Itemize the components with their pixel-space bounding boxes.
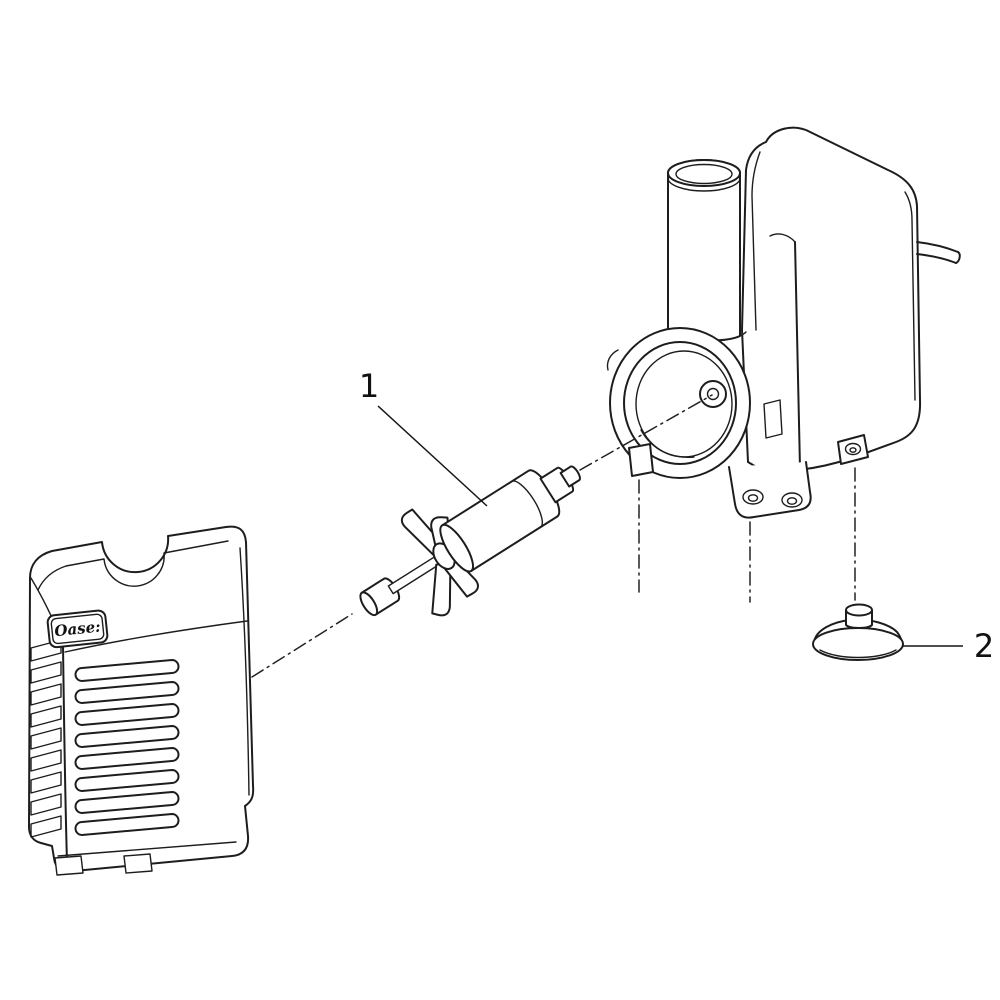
motor-body-outline: [741, 126, 922, 472]
volute-interior-arc: [640, 429, 695, 458]
outlet-tube-lip: [667, 177, 741, 192]
bracket-screw-hole: [849, 447, 857, 453]
suction-cup-knob-top: [845, 603, 873, 617]
motor-body-front-edge: [751, 151, 761, 331]
pump-motor-housing: [606, 126, 961, 519]
cover-right-edge-line: [239, 547, 250, 796]
outlet-tube: [663, 159, 747, 343]
suction-cup-skirt-line: [819, 649, 897, 659]
cover-outline: [28, 525, 255, 873]
power-cord-end: [955, 251, 961, 264]
impeller-rotor-assembly: [359, 465, 581, 617]
cover-bottom-rim-line: [57, 841, 237, 857]
callout-1-leader-line: [377, 405, 488, 507]
shaft-seat-hole: [706, 387, 720, 401]
rotor-front-tip: [559, 465, 581, 488]
cover-front-slots: [74, 659, 180, 836]
bracket-screw-boss: [844, 442, 862, 456]
mounting-foot: [728, 434, 869, 519]
cover-side-slats: [30, 639, 62, 838]
axis-line-cover-to-impeller: [251, 613, 353, 678]
motor-body-right-edge: [904, 191, 916, 401]
foot-screw-boss: [781, 492, 803, 508]
foot-screw-boss: [742, 489, 764, 505]
rotor-seam-line: [510, 480, 543, 528]
foot-screw-hole: [747, 494, 759, 502]
collar-inner-ring: [623, 341, 737, 465]
motor-body-seam-top: [769, 233, 796, 243]
foot-plate: [728, 461, 812, 519]
cover-top-rim-line: [37, 540, 229, 591]
collar-bottom-tab: [628, 443, 654, 477]
brand-logo-text: Oase:: [54, 618, 102, 641]
cover-front-panel-line: [64, 620, 248, 653]
axis-line-impeller-to-pump: [579, 394, 713, 471]
cover-front-left-edge: [62, 644, 68, 863]
intake-cover-grille: Oase:: [28, 525, 255, 876]
suction-cup: [812, 603, 904, 661]
callout-2-label: 2: [974, 627, 994, 665]
cover-foot-tab: [54, 855, 84, 876]
cover-foot-tab: [123, 853, 153, 874]
power-cord: [916, 241, 961, 264]
shaft-seat-boss: [699, 380, 727, 408]
oase-logo-badge: Oase:: [46, 609, 109, 649]
foot-screw-hole: [786, 497, 798, 505]
badge-inner-frame: [50, 613, 105, 645]
callout-1-label: 1: [359, 367, 379, 405]
badge-outer-frame: [46, 609, 109, 649]
callout-1: 1: [359, 367, 488, 507]
rotor-end-cap: [439, 523, 474, 573]
callout-2: 2: [903, 627, 994, 665]
impeller-rear-cap: [359, 591, 379, 617]
housing-clip: [763, 399, 783, 439]
outlet-tube-opening: [675, 163, 733, 185]
assembly-axis-lines: [251, 394, 856, 678]
suction-cup-skirt: [812, 627, 904, 661]
collar-left-notch: [606, 349, 619, 371]
volute-front-collar: [606, 327, 751, 479]
motor-body-seam: [794, 241, 801, 469]
